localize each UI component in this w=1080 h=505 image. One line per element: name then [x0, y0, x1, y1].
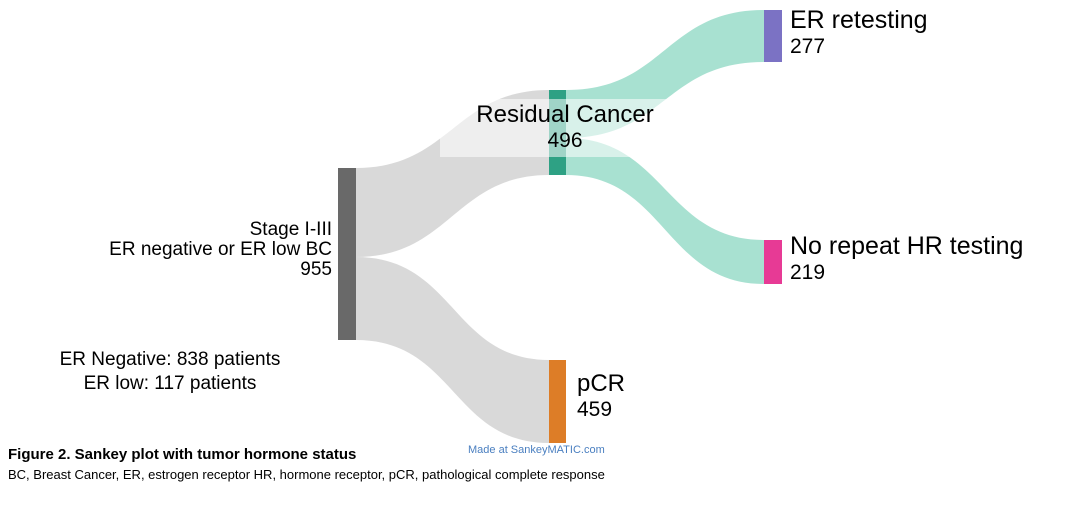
sankeymatic-watermark-link[interactable]: Made at SankeyMATIC.com — [468, 444, 605, 456]
residual-value: 496 — [547, 128, 583, 152]
flow-source-to-pcr — [356, 257, 549, 443]
pcr-value: 459 — [577, 397, 613, 421]
node-er-retesting — [764, 10, 782, 62]
source-label-line1: Stage I-III — [249, 219, 332, 240]
no-repeat-value: 219 — [790, 260, 826, 284]
figure-caption-note: BC, Breast Cancer, ER, estrogen receptor… — [8, 467, 605, 482]
er-low-annotation: ER low: 117 patients — [83, 373, 257, 394]
er-retesting-label: ER retesting 277 — [790, 6, 928, 59]
node-source — [338, 168, 356, 340]
patient-count-annotations: ER Negative: 838 patients ER low: 117 pa… — [35, 348, 305, 396]
flow-residual-to-no-repeat — [566, 138, 764, 284]
residual-cancer-label: Residual Cancer 496 — [440, 99, 690, 157]
source-label-line2: ER negative or ER low BC — [109, 239, 332, 260]
source-node-label: Stage I-III ER negative or ER low BC 955 — [109, 220, 332, 280]
pcr-name: pCR — [577, 370, 626, 397]
pcr-label: pCR 459 — [577, 370, 625, 422]
er-retesting-value: 277 — [790, 34, 826, 58]
no-repeat-hr-label: No repeat HR testing 219 — [790, 232, 1023, 285]
node-pcr — [549, 360, 566, 443]
no-repeat-name: No repeat HR testing — [790, 232, 1024, 260]
node-no-repeat-hr — [764, 240, 782, 284]
er-negative-annotation: ER Negative: 838 patients — [59, 349, 281, 370]
er-retesting-name: ER retesting — [790, 6, 928, 34]
residual-name: Residual Cancer — [476, 101, 654, 128]
source-label-value: 955 — [300, 259, 332, 280]
figure-caption-title: Figure 2. Sankey plot with tumor hormone… — [8, 446, 357, 463]
